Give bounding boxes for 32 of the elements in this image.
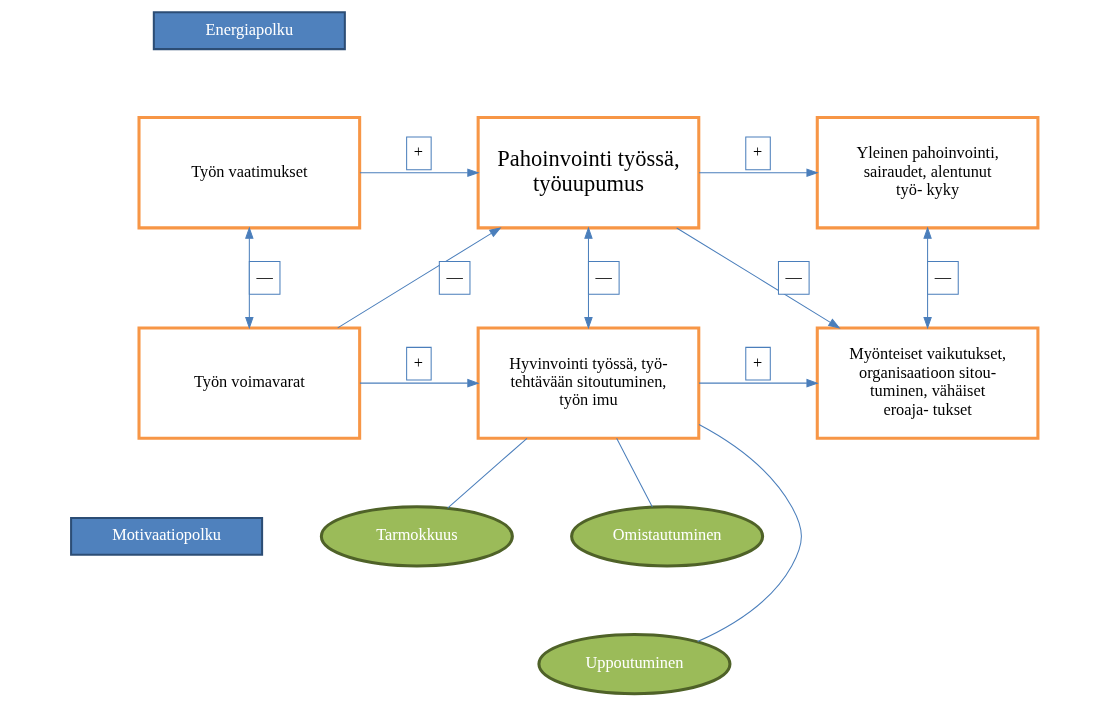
- arrow: [698, 378, 819, 388]
- node-box: Yleinen pahoinvointi, sairaudet, alentunut työ- kyky: [815, 116, 1039, 230]
- arrow: [675, 227, 841, 329]
- edge-label: —: [445, 266, 463, 286]
- node-ellipse: Uppoutuminen: [536, 632, 731, 696]
- connector: [446, 437, 527, 509]
- arrow: [244, 226, 254, 330]
- edge-label: +: [413, 352, 423, 372]
- node-box: Myönteiset vaikutukset, organisaatioon sitou- tuminen, vähäiset eroaja- tukset: [815, 326, 1039, 440]
- edge-label: —: [785, 266, 802, 286]
- edge-label: +: [413, 142, 423, 162]
- arrow: [336, 227, 502, 329]
- node-ellipse: Tarmokkuus: [319, 505, 514, 568]
- node-box: Työn voimavarat: [137, 326, 361, 440]
- edge-label: +: [752, 352, 762, 372]
- node-box: Pahoinvointi työssä, työuupumus: [476, 116, 700, 230]
- edge-label: —: [255, 266, 273, 286]
- arrow: [583, 226, 593, 330]
- arrow: [358, 378, 480, 388]
- node-ellipse: Omistautuminen: [569, 505, 764, 568]
- arrow: [922, 226, 932, 330]
- node-box: Motivaatiopolku: [69, 516, 263, 556]
- node-box: Hyvinvointi työssä, työ- tehtävään sitoutuminen, työn imu: [476, 326, 700, 440]
- arrow: [698, 168, 819, 177]
- edge-label: +: [752, 142, 762, 162]
- node-box: Työn vaatimukset: [137, 116, 361, 230]
- arrow: [358, 168, 480, 177]
- node-box: Energiapolku: [152, 11, 346, 51]
- connector: [696, 424, 802, 643]
- connector: [615, 437, 653, 508]
- edge-label: —: [595, 266, 612, 286]
- edge-label: —: [934, 266, 951, 286]
